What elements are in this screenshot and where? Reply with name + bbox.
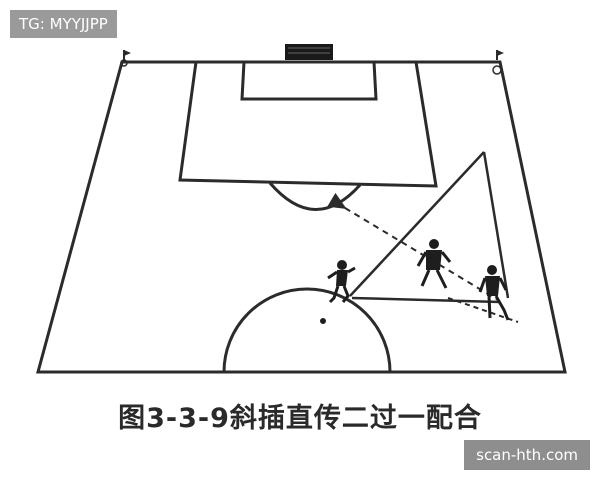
pitch-outline (36, 60, 567, 374)
ball-path-dashed (447, 297, 519, 323)
goal-net-icon (285, 44, 333, 60)
through-pass-line (349, 151, 485, 297)
ball-icon (320, 318, 326, 324)
square-pass-line (351, 296, 501, 304)
return-run-line (482, 151, 510, 299)
watermark-bottom: scan-hth.com (464, 440, 590, 470)
player-icon (327, 260, 356, 304)
player-icon (478, 265, 510, 321)
corner-flag-icon (492, 50, 504, 75)
watermark-top: TG: MYYJJPP (10, 10, 117, 38)
penalty-area (178, 61, 438, 188)
diagonal-run-dashed (327, 192, 499, 301)
player-icon (416, 239, 452, 289)
goal-area (240, 61, 378, 101)
penalty-arc (268, 182, 362, 211)
figure-caption: 图3-3-9斜插直传二过一配合 (118, 403, 482, 434)
center-circle (222, 287, 392, 373)
corner-flag-icon (120, 50, 131, 67)
